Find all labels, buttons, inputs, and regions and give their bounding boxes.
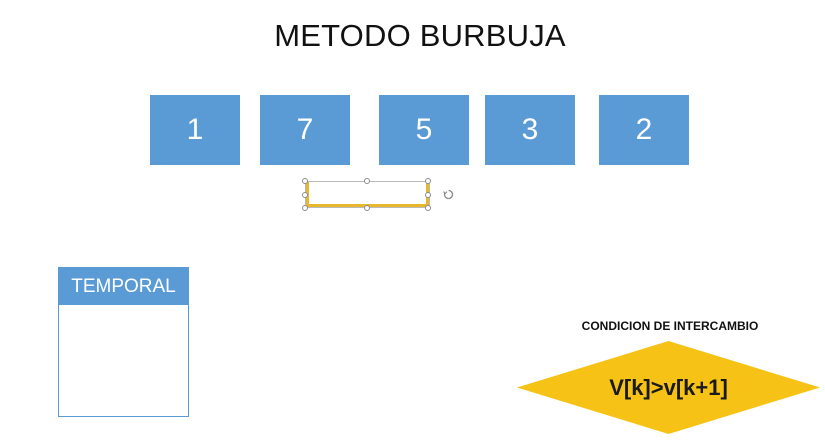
slide-title: METODO BURBUJA <box>274 18 566 53</box>
resize-handle-bottom-left[interactable] <box>302 205 308 211</box>
resize-handle-top-left[interactable] <box>302 178 308 184</box>
temporal-header: TEMPORAL <box>59 268 188 305</box>
array-cell-1[interactable]: 7 <box>260 95 350 165</box>
resize-handle-bottom-right[interactable] <box>425 205 431 211</box>
selected-bracket-shape[interactable] <box>302 178 454 211</box>
resize-handle-top-right[interactable] <box>425 178 431 184</box>
bracket-shape <box>306 182 429 207</box>
rotate-handle-icon[interactable] <box>443 189 454 200</box>
array-cell-3[interactable]: 3 <box>485 95 575 165</box>
array-cell-2[interactable]: 5 <box>379 95 469 165</box>
condition-label: CONDICION DE INTERCAMBIO <box>581 319 759 333</box>
condition-expression: V[k]>v[k+1] <box>609 374 728 400</box>
temporal-variable-box: TEMPORAL <box>58 267 189 417</box>
array-cell-4[interactable]: 2 <box>599 95 689 165</box>
resize-handle-top[interactable] <box>364 178 370 184</box>
resize-handle-left[interactable] <box>302 192 308 198</box>
array-cell-0[interactable]: 1 <box>150 95 240 165</box>
resize-handle-bottom[interactable] <box>364 205 370 211</box>
resize-handle-right[interactable] <box>425 192 431 198</box>
condition-diamond <box>517 341 820 434</box>
